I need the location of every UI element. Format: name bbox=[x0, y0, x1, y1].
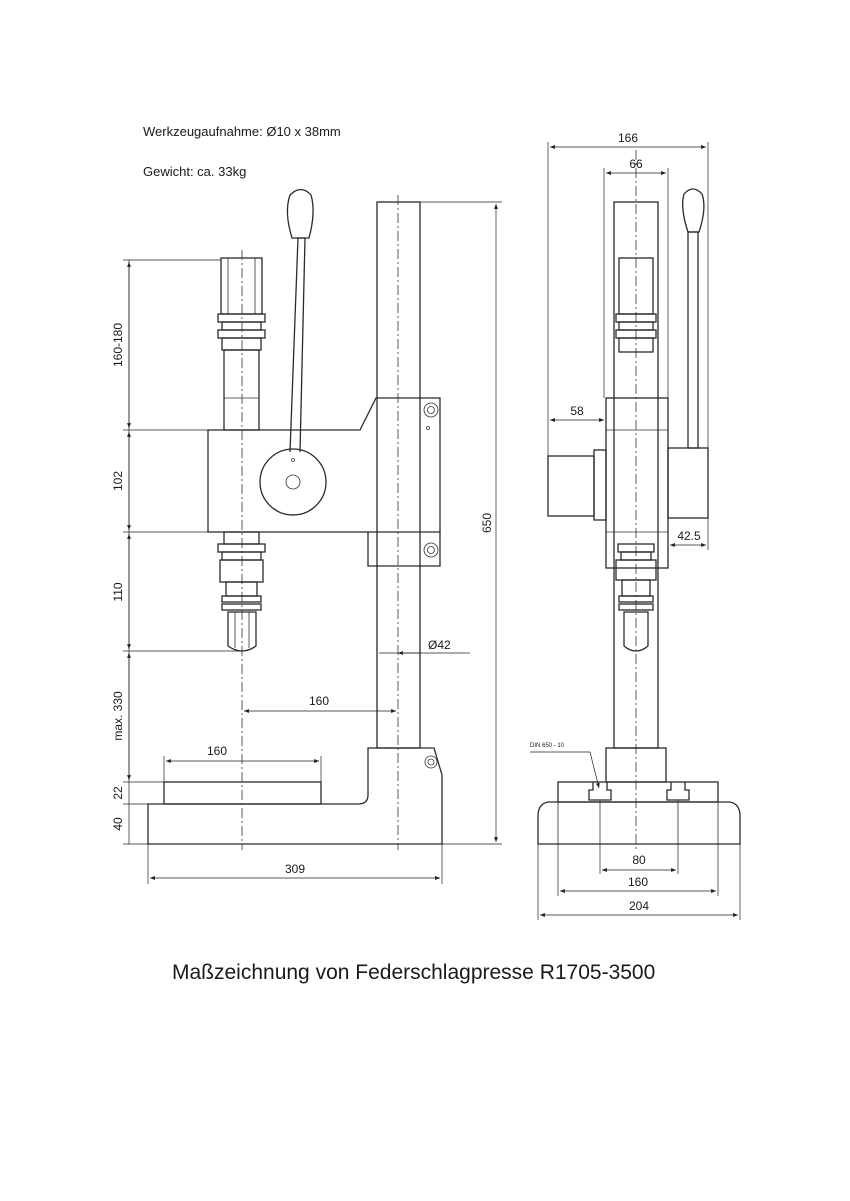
front-lever-arm[interactable] bbox=[687, 231, 699, 449]
dim-lever-offset: 42.5 bbox=[677, 529, 701, 543]
dim-total-height: 650 bbox=[480, 513, 494, 533]
dim-overall-width: 166 bbox=[618, 131, 638, 145]
slot-note: DIN 650 - 10 bbox=[530, 743, 565, 749]
spring-cap bbox=[220, 257, 263, 315]
front-view: 166 66 58 42.5 DIN 650 - 10 80 160 204 bbox=[530, 131, 741, 920]
dim-max-opening: max. 330 bbox=[111, 691, 125, 741]
side-column bbox=[376, 201, 421, 749]
side-base bbox=[147, 747, 443, 845]
side-head bbox=[207, 397, 441, 533]
dim-base-width: 204 bbox=[629, 899, 649, 913]
dim-column-diameter: Ø42 bbox=[428, 638, 451, 652]
lever-hub bbox=[259, 448, 327, 516]
dim-column-width: 66 bbox=[629, 157, 643, 171]
front-lever-knob[interactable] bbox=[682, 188, 705, 233]
lever-knob[interactable] bbox=[286, 188, 314, 239]
t-slot-left bbox=[588, 782, 612, 801]
front-lever-hub bbox=[667, 447, 709, 519]
dim-table-height: 22 bbox=[111, 786, 125, 800]
dim-base-length: 309 bbox=[285, 862, 305, 876]
dim-spring-offset: 58 bbox=[570, 404, 584, 418]
dim-lower: 110 bbox=[111, 582, 125, 601]
drawing-caption: Maßzeichnung von Federschlagpresse R1705… bbox=[172, 961, 656, 984]
side-table bbox=[163, 781, 322, 805]
side-view: 160-180 102 110 max. 330 22 40 650 Ø42 1… bbox=[111, 188, 502, 884]
front-table bbox=[557, 781, 719, 803]
t-slot-right bbox=[666, 782, 690, 801]
dim-slot-spacing: 80 bbox=[632, 853, 646, 867]
dim-throat: 160 bbox=[309, 694, 329, 708]
dim-base-height: 40 bbox=[111, 817, 125, 831]
dim-front-table-width: 160 bbox=[628, 875, 648, 889]
tool-holder bbox=[227, 611, 257, 652]
tool-holder-note: Werkzeugaufnahme: Ø10 x 38mm bbox=[143, 124, 341, 139]
front-head bbox=[605, 397, 669, 569]
front-base bbox=[537, 801, 741, 845]
base-screw bbox=[424, 755, 438, 769]
dim-head: 102 bbox=[111, 471, 125, 491]
weight-note: Gewicht: ca. 33kg bbox=[143, 164, 246, 179]
front-left-boss bbox=[547, 455, 595, 517]
lever-arm[interactable] bbox=[289, 237, 306, 453]
dim-stroke: 160-180 bbox=[111, 323, 125, 367]
lower-nut bbox=[219, 559, 264, 583]
column-clamp bbox=[367, 532, 441, 567]
upper-plunger bbox=[223, 349, 260, 431]
dim-table-width-side: 160 bbox=[207, 744, 227, 758]
